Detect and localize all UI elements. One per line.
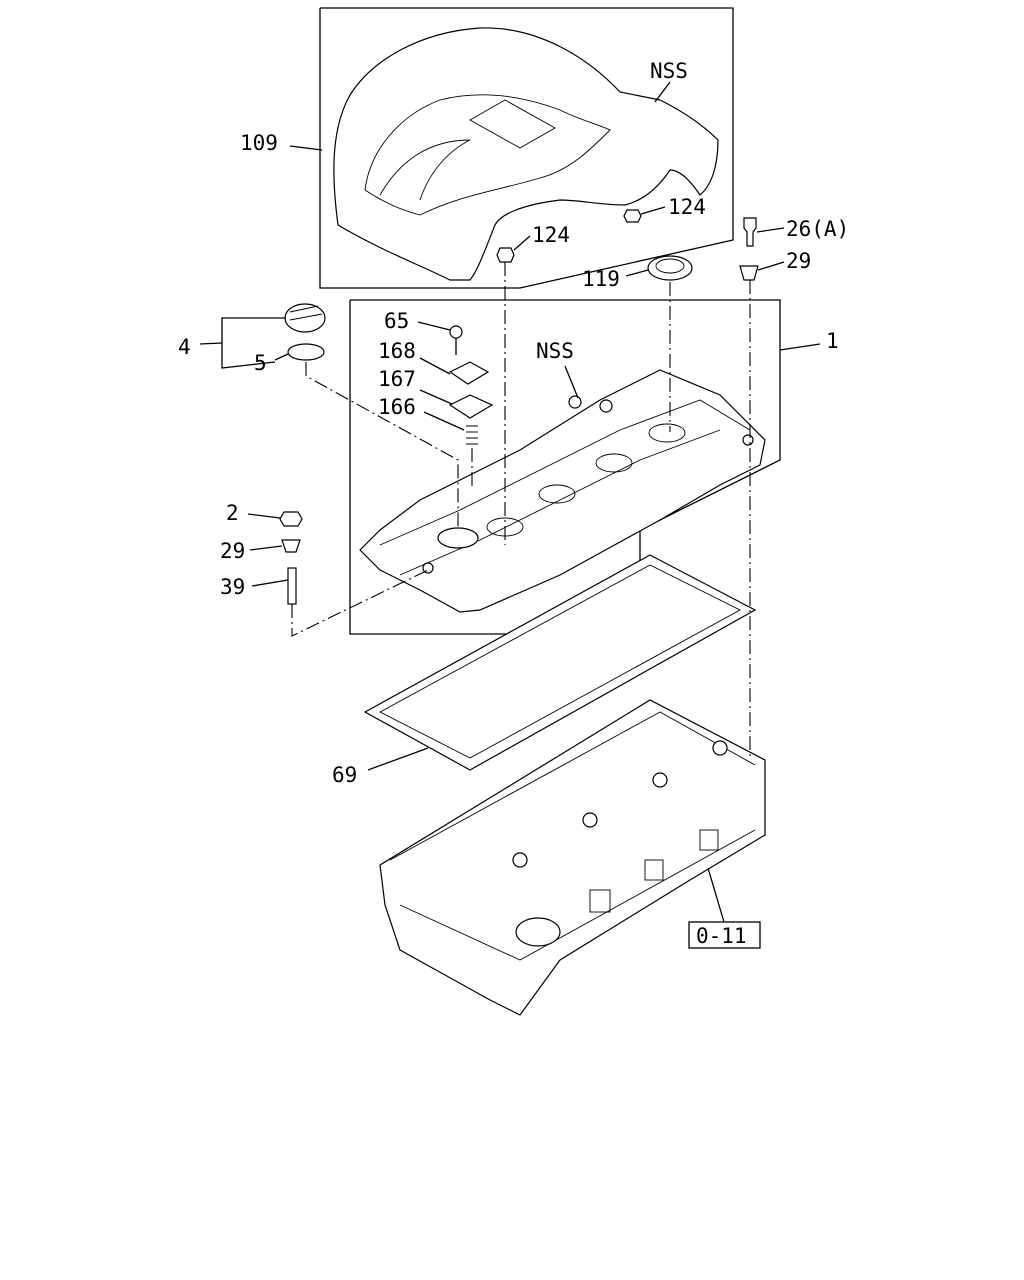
plate-168 bbox=[448, 361, 490, 385]
cover-frame bbox=[319, 7, 734, 289]
nut-2 bbox=[279, 511, 303, 527]
head-boss-2 bbox=[582, 812, 598, 828]
port-2 bbox=[538, 484, 576, 504]
leader-29-left bbox=[249, 545, 283, 551]
cover-rib bbox=[379, 399, 751, 546]
callout-124-upper: 124 bbox=[668, 195, 706, 219]
bolt-boss-4 bbox=[599, 399, 613, 413]
leader-5 bbox=[274, 353, 289, 361]
spring-166 bbox=[466, 425, 478, 445]
bolt-boss-3 bbox=[568, 395, 582, 409]
callout-69: 69 bbox=[332, 763, 357, 787]
port-4 bbox=[648, 423, 686, 443]
head-window-2 bbox=[644, 859, 664, 881]
callout-109: 109 bbox=[240, 131, 278, 155]
callout-5: 5 bbox=[254, 351, 267, 375]
callout-65: 65 bbox=[384, 309, 409, 333]
callout-167: 167 bbox=[378, 367, 416, 391]
cover-rib-2 bbox=[399, 429, 721, 576]
leader-119 bbox=[625, 269, 649, 277]
leader-168 bbox=[419, 357, 451, 375]
diaphragm-167 bbox=[448, 394, 494, 419]
callout-39: 39 bbox=[220, 575, 245, 599]
stud-39 bbox=[287, 567, 297, 605]
head-boss-1 bbox=[512, 852, 528, 868]
assembly-line-5 bbox=[305, 362, 459, 530]
callout-166: 166 bbox=[378, 395, 416, 419]
callout-reference: 0-11 bbox=[696, 924, 747, 948]
leader-124-lower bbox=[513, 235, 531, 251]
cover-plate bbox=[469, 99, 556, 149]
screw-65 bbox=[449, 325, 463, 339]
leader-109 bbox=[289, 145, 323, 151]
callout-26a: 26(A) bbox=[786, 217, 849, 241]
bolt-boss-1 bbox=[422, 562, 434, 574]
callout-168: 168 bbox=[378, 339, 416, 363]
leader-26a bbox=[756, 227, 785, 233]
callout-nss-mid: NSS bbox=[536, 339, 574, 363]
engine-cover-group bbox=[319, 7, 734, 289]
nut-124-upper bbox=[623, 209, 642, 223]
callout-1: 1 bbox=[826, 329, 839, 353]
callout-29-right: 29 bbox=[786, 249, 811, 273]
seal-119 bbox=[647, 255, 693, 281]
leader-2 bbox=[247, 513, 281, 519]
leader-4-stub bbox=[199, 342, 223, 345]
gasket-inner bbox=[379, 564, 741, 759]
leader-nss-top bbox=[654, 81, 671, 103]
cover-swoosh bbox=[379, 139, 471, 201]
cap-ridges bbox=[289, 305, 323, 321]
washer-29-right bbox=[739, 265, 759, 281]
leader-39 bbox=[251, 579, 289, 587]
bolt-26a bbox=[743, 217, 757, 247]
assembly-line-39 bbox=[291, 569, 429, 637]
leader-167 bbox=[419, 389, 453, 405]
leader-65 bbox=[417, 321, 451, 331]
head-boss-4 bbox=[712, 740, 728, 756]
bolt-boss-2 bbox=[742, 434, 754, 446]
cylinder-head-cover bbox=[359, 369, 766, 613]
cylinder-head-cover-group bbox=[359, 369, 766, 613]
leader-nss-mid bbox=[564, 365, 579, 399]
callout-nss-top: NSS bbox=[650, 59, 688, 83]
oil-filler-neck bbox=[437, 527, 479, 549]
head-port bbox=[515, 917, 561, 947]
leader-1 bbox=[779, 343, 821, 351]
leader-124-upper bbox=[640, 206, 666, 215]
cylinder-head bbox=[379, 699, 766, 1016]
cylinder-head-group bbox=[379, 699, 766, 1016]
head-cover-gasket bbox=[363, 554, 757, 771]
cover-contour bbox=[364, 94, 611, 216]
callout-2: 2 bbox=[226, 501, 239, 525]
washer-29-left bbox=[281, 539, 301, 553]
callout-29-left: 29 bbox=[220, 539, 245, 563]
seal-119-inner bbox=[655, 258, 685, 274]
reference-box bbox=[688, 921, 761, 949]
callout-124-lower: 124 bbox=[532, 223, 570, 247]
leader-29-right bbox=[757, 261, 785, 271]
oil-filler-cap-4 bbox=[284, 303, 326, 333]
head-window-3 bbox=[699, 829, 719, 851]
port-3 bbox=[595, 453, 633, 473]
head-window-1 bbox=[589, 889, 611, 913]
nut-124-lower bbox=[496, 247, 515, 263]
head-boss-3 bbox=[652, 772, 668, 788]
o-ring-5 bbox=[287, 343, 325, 361]
leader-166 bbox=[423, 411, 465, 431]
leader-0-11 bbox=[707, 867, 725, 923]
callout-119: 119 bbox=[582, 267, 620, 291]
head-side-edge bbox=[399, 829, 756, 961]
engine-cover bbox=[333, 27, 719, 281]
leader-69 bbox=[367, 747, 429, 771]
callout-4: 4 bbox=[178, 335, 191, 359]
